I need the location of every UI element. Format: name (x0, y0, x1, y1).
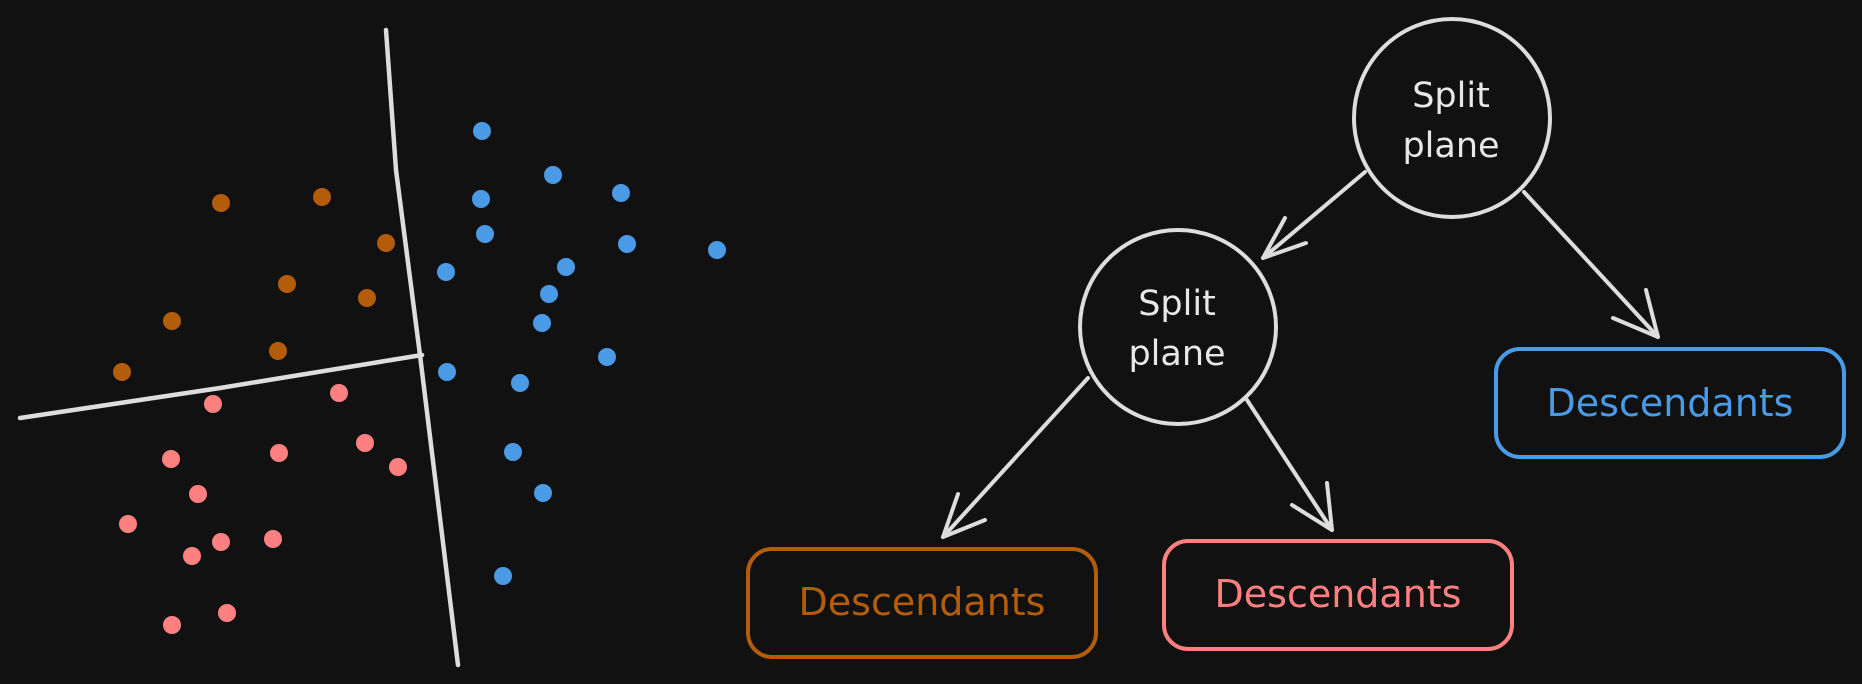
tree-edges (941, 170, 1660, 539)
data-point (218, 604, 236, 622)
vertical-split-line (383, 27, 461, 668)
data-point (269, 342, 287, 360)
data-point (540, 285, 558, 303)
edge-child-to-pink-leaf (1245, 398, 1334, 532)
edge-child-to-orange-leaf (941, 376, 1090, 539)
data-point (476, 225, 494, 243)
data-point (708, 241, 726, 259)
child-node-label-line1: Split (1138, 284, 1216, 324)
blue-leaf-label: Descendants (1547, 381, 1794, 425)
data-point (278, 275, 296, 293)
orange-leaf-box (746, 547, 1098, 659)
root-split-node: Split plane (1352, 17, 1552, 219)
pink-leaf-label: Descendants (1215, 572, 1462, 616)
data-point (163, 312, 181, 330)
arrowhead-child-to-pink-leaf (1290, 481, 1334, 532)
data-point (544, 166, 562, 184)
child-split-node: Split plane (1078, 228, 1278, 426)
data-point (598, 348, 616, 366)
data-point (183, 547, 201, 565)
pink-point-cluster (119, 384, 407, 634)
pink-descendants-leaf: Descendants (1162, 539, 1514, 651)
edge-root-to-child (1261, 170, 1367, 260)
data-point (313, 188, 331, 206)
pink-leaf-box (1162, 539, 1514, 651)
tree-structure: Split plane Split plane Descendants Desc… (746, 17, 1846, 659)
data-point (389, 458, 407, 476)
data-point (358, 289, 376, 307)
data-point (270, 444, 288, 462)
data-point (264, 530, 282, 548)
arrowhead-root-to-child (1261, 216, 1308, 260)
orange-descendants-leaf: Descendants (746, 547, 1098, 659)
edge-root-to-blue-leaf (1522, 190, 1660, 339)
data-point (162, 450, 180, 468)
data-point (189, 485, 207, 503)
child-node-circle (1078, 228, 1278, 426)
root-node-label-line1: Split (1412, 76, 1490, 116)
horizontal-split-line (17, 352, 425, 421)
root-node-label-line2: plane (1402, 126, 1499, 166)
data-point (533, 314, 551, 332)
data-point (511, 374, 529, 392)
root-node-circle (1352, 17, 1552, 219)
data-point (330, 384, 348, 402)
data-point (212, 194, 230, 212)
data-point (473, 122, 491, 140)
data-point (557, 258, 575, 276)
data-point (504, 443, 522, 461)
data-point (119, 515, 137, 533)
orange-leaf-label: Descendants (799, 580, 1046, 624)
data-point (618, 235, 636, 253)
child-node-label-line2: plane (1128, 334, 1225, 374)
data-point (612, 184, 630, 202)
data-point (438, 363, 456, 381)
data-point (113, 363, 131, 381)
data-point (204, 395, 222, 413)
data-point (437, 263, 455, 281)
arrowhead-root-to-blue-leaf (1611, 288, 1660, 339)
arrowhead-child-to-orange-leaf (941, 492, 987, 539)
partitioned-point-space (17, 27, 726, 668)
data-point (377, 234, 395, 252)
orange-point-cluster (113, 188, 395, 381)
blue-point-cluster (437, 122, 726, 585)
data-point (472, 190, 490, 208)
data-point (212, 533, 230, 551)
data-point (494, 567, 512, 585)
data-point (163, 616, 181, 634)
data-point (356, 434, 374, 452)
blue-descendants-leaf: Descendants (1494, 347, 1846, 459)
blue-leaf-box (1494, 347, 1846, 459)
data-point (534, 484, 552, 502)
